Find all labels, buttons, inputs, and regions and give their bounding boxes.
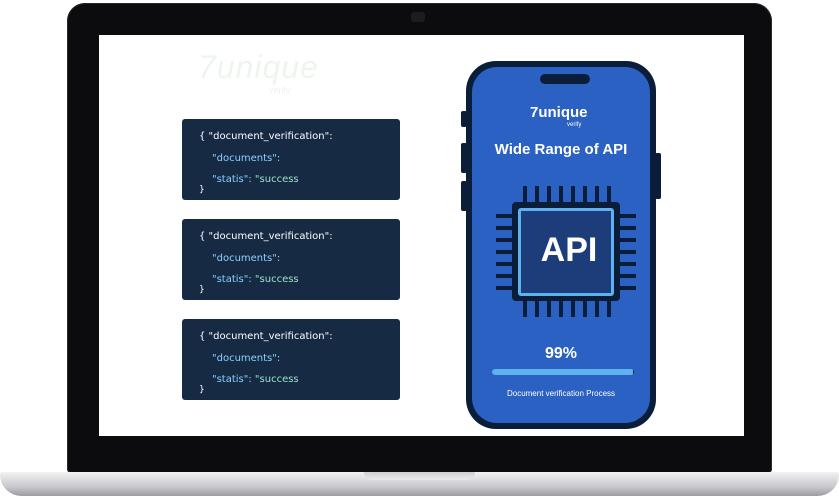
code-line: "statis": "success [212,174,299,185]
brand-sub: verify [567,122,582,128]
code-line: { "document_verification": [199,231,333,242]
progress-percent: 99% [544,345,578,362]
code-card-1: { "document_verification": "documents": … [182,119,400,200]
code-line: { "document_verification": [199,131,333,142]
faded-logo: 7unique [198,49,319,85]
phone-side-button [461,143,467,173]
code-line: } [199,285,205,295]
laptop-notch [364,472,475,480]
code-line: "documents": [212,253,281,264]
code-line: "statis": "success [212,274,299,285]
headline: Wide Range of API [494,141,628,158]
chip-body: API [512,202,620,301]
progress-caption: Document verification Process [506,389,616,398]
code-line: } [199,185,205,195]
camera-icon [411,12,425,22]
phone-mockup: 7unique verify Wide Range of API [466,61,656,429]
chip-inner: API [518,208,614,296]
code-line: "statis": "success [212,374,299,385]
cpu-chip-icon: API [490,182,640,332]
faded-logo-sub: verify [269,85,291,95]
phone-side-button [461,111,467,127]
laptop-screen: 7unique verify { "document_verification"… [99,35,744,436]
progress-fill [492,369,633,375]
code-line: "documents": [212,353,281,364]
code-line: "documents": [212,153,281,164]
code-card-3: { "document_verification": "documents": … [182,319,400,400]
phone-side-button [655,153,661,199]
code-line: { "document_verification": [199,331,333,342]
phone-side-button [461,181,467,211]
phone-speaker [540,74,590,84]
progress-bar [492,369,634,375]
api-label: API [540,231,598,269]
code-card-2: { "document_verification": "documents": … [182,219,400,300]
brand-logo: 7unique [530,104,588,121]
phone-screen: 7unique verify Wide Range of API [472,67,650,423]
code-line: } [199,385,205,395]
